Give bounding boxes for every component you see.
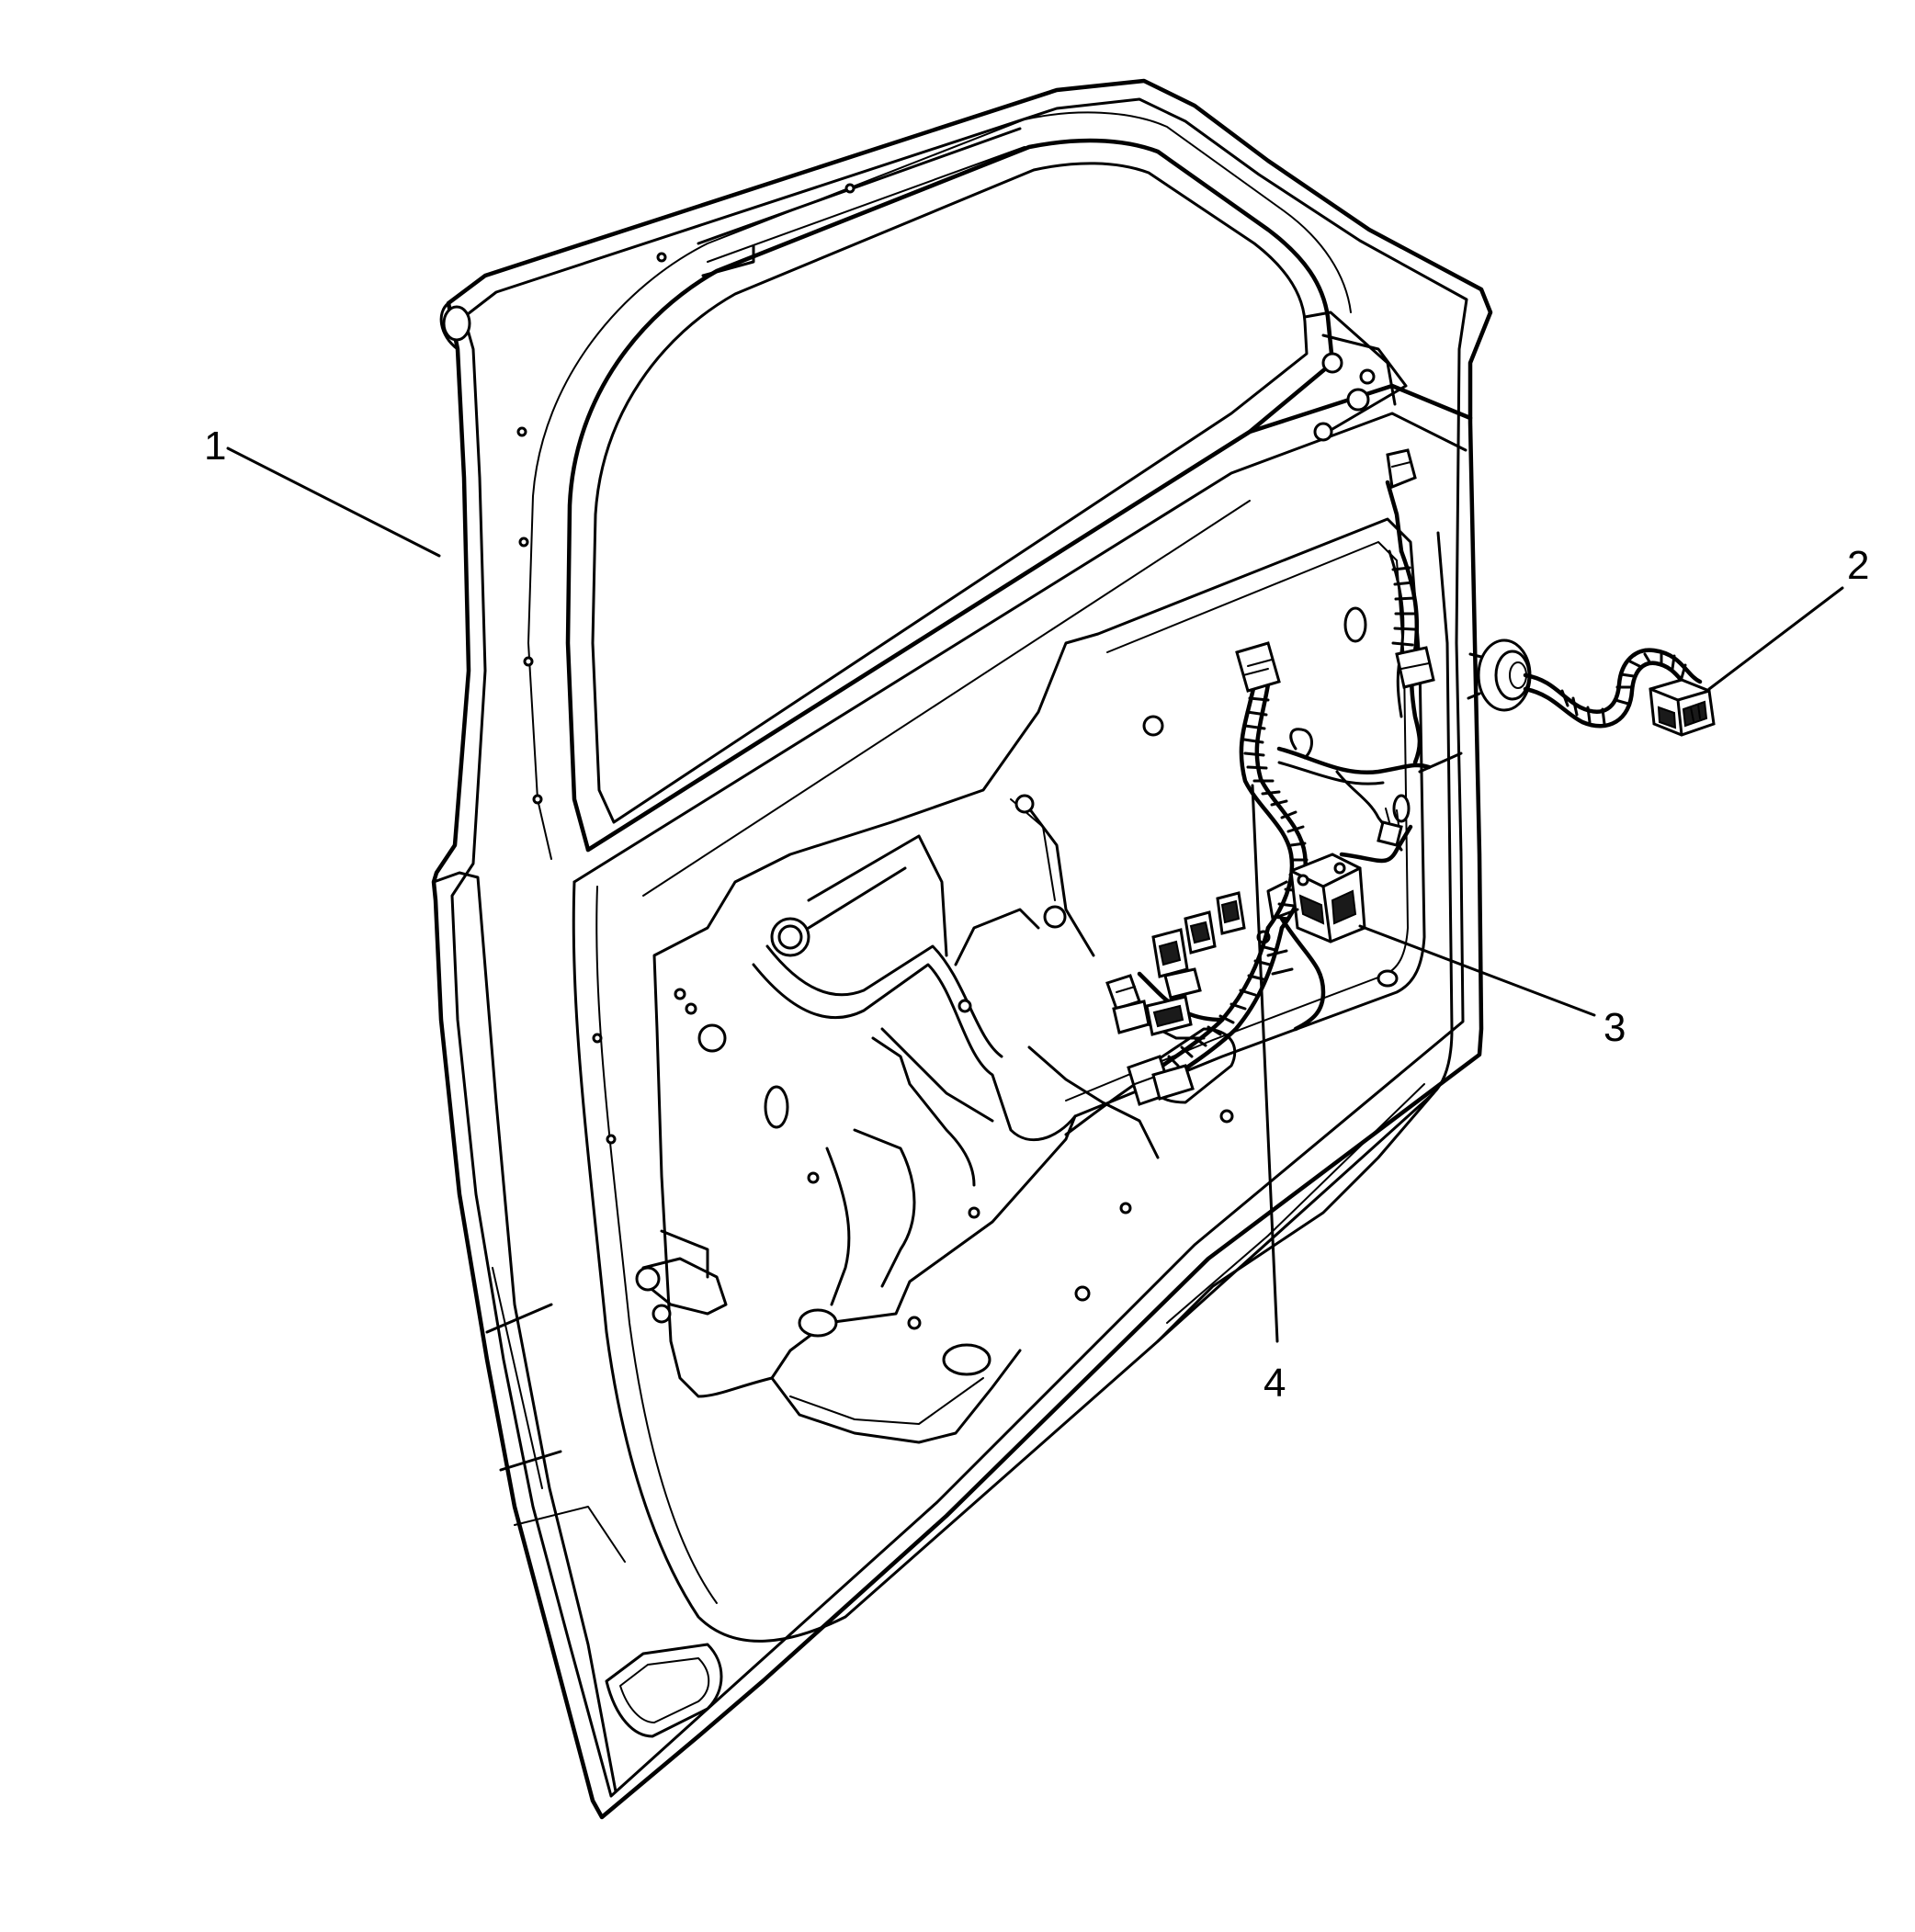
upper-inline-connector — [1235, 641, 1281, 693]
callout-label-3: 3 — [1603, 1005, 1626, 1050]
harness-connectors — [1105, 448, 1435, 1106]
leader-lines — [226, 446, 1844, 1343]
leader-line-1 — [226, 446, 441, 558]
main-block-connector — [1266, 853, 1366, 943]
door-grommet — [1467, 638, 1532, 712]
callout-label-4: 4 — [1263, 1361, 1286, 1406]
callout-label-1: 1 — [204, 424, 226, 469]
lower-harness-connector — [1127, 1055, 1195, 1106]
leader-line-3 — [1358, 924, 1596, 1017]
rear-mid-connector — [1395, 646, 1435, 689]
callout-label-2: 2 — [1847, 543, 1869, 588]
rear-upper-connector — [1386, 448, 1417, 490]
switch-connector-cluster — [1105, 891, 1246, 1036]
window-frame — [527, 111, 1473, 897]
harness-clip — [1377, 808, 1403, 847]
inner-door-panel — [485, 183, 1454, 1738]
leader-line-2 — [1707, 586, 1844, 691]
body-side-harness — [1467, 638, 1716, 737]
callout-labels: 1 2 3 4 — [204, 424, 1869, 1406]
leader-line-4 — [1251, 784, 1279, 1343]
body-harness-connector — [1649, 678, 1716, 737]
door-shell — [431, 78, 1493, 1820]
